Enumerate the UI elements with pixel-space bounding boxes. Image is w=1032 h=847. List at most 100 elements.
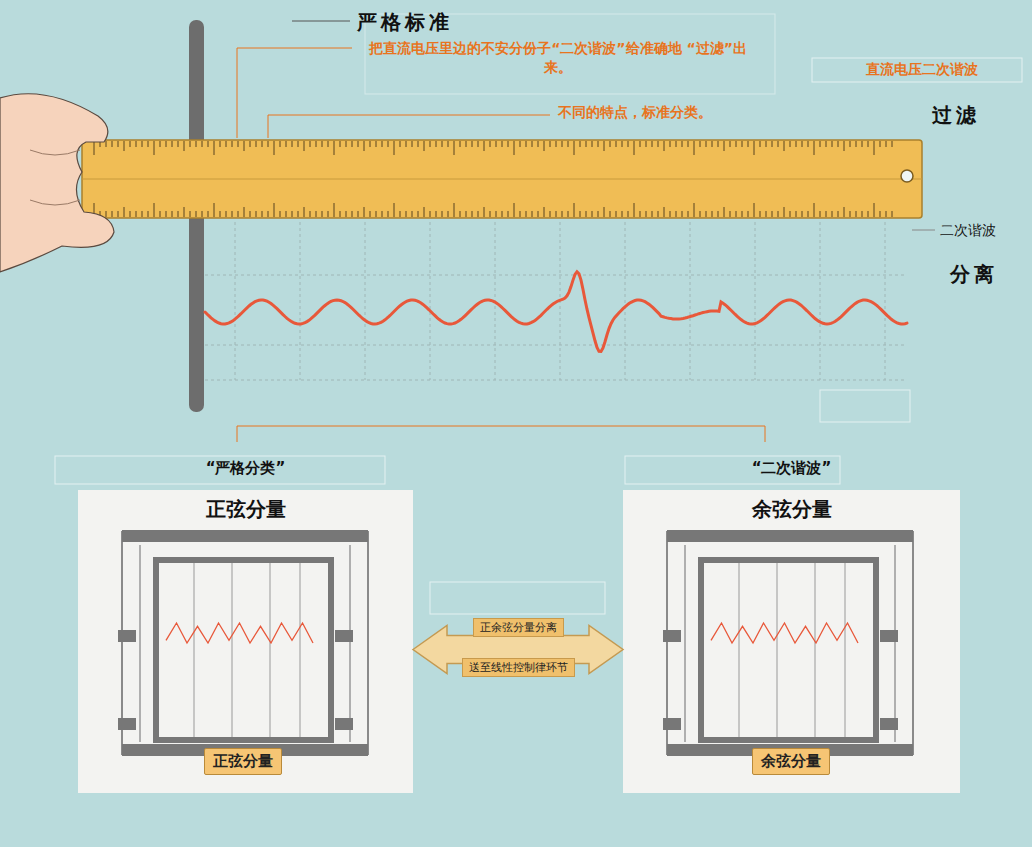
tick <box>574 141 575 155</box>
tick <box>796 211 797 217</box>
tick <box>520 141 521 147</box>
tick <box>400 211 401 217</box>
tick <box>382 211 383 217</box>
tick <box>796 141 797 147</box>
tick <box>580 211 581 217</box>
tick <box>502 211 503 217</box>
tick <box>568 141 569 147</box>
tick <box>262 141 263 147</box>
frame-bar <box>667 530 913 542</box>
tick <box>136 141 137 147</box>
tick <box>394 203 395 217</box>
tick <box>304 207 305 217</box>
frame-rail <box>300 563 301 737</box>
frame-group <box>118 530 913 756</box>
arrow-label: 正余弦分量分离 <box>473 618 564 637</box>
arrow-label: 送至线性控制律环节 <box>462 658 575 677</box>
tick <box>820 141 821 147</box>
panel <box>78 490 413 793</box>
tick <box>868 141 869 147</box>
tick <box>484 141 485 151</box>
tick <box>442 211 443 217</box>
ruler-ticks <box>94 141 892 217</box>
tick <box>316 141 317 147</box>
tick <box>718 211 719 217</box>
tick <box>136 211 137 217</box>
tick <box>364 207 365 217</box>
frame-clip <box>118 718 136 730</box>
tick <box>610 211 611 217</box>
panel-box: “严格分类”正弦分量正弦分量 <box>78 490 413 793</box>
frame-clip <box>663 630 681 642</box>
box-label: 余弦分量 <box>761 752 821 770</box>
tick <box>250 211 251 217</box>
tick <box>718 141 719 147</box>
tick <box>556 211 557 217</box>
tick <box>214 203 215 217</box>
tick <box>256 141 257 147</box>
tick <box>580 141 581 147</box>
tick <box>814 203 815 217</box>
panel-heading: 余弦分量 <box>623 496 960 523</box>
tick <box>286 141 287 147</box>
tick <box>628 211 629 217</box>
frame-post <box>894 545 896 742</box>
tick <box>706 141 707 147</box>
tick <box>814 141 815 155</box>
tick <box>748 141 749 147</box>
tick <box>592 211 593 217</box>
tick <box>850 141 851 147</box>
tick <box>448 211 449 217</box>
tick <box>124 141 125 151</box>
tick <box>544 207 545 217</box>
tick <box>802 141 803 147</box>
frame-clip <box>880 718 898 730</box>
tick <box>682 141 683 147</box>
frame-post <box>139 545 141 742</box>
tick <box>784 141 785 151</box>
tick <box>352 211 353 217</box>
signal-wave <box>205 272 907 352</box>
leader-line <box>237 48 352 138</box>
tick <box>736 211 737 217</box>
tick <box>112 141 113 147</box>
tick <box>118 141 119 147</box>
tick <box>358 141 359 147</box>
tick <box>892 211 893 217</box>
tick <box>214 141 215 155</box>
frame-bar <box>122 530 368 542</box>
tick <box>610 141 611 147</box>
tick <box>190 141 191 147</box>
tick <box>868 211 869 217</box>
tick <box>724 141 725 151</box>
tick <box>586 211 587 217</box>
tick <box>304 141 305 151</box>
tick <box>526 141 527 147</box>
tick <box>436 141 437 147</box>
frame-clip <box>335 718 353 730</box>
tick <box>460 211 461 217</box>
tick <box>598 141 599 147</box>
tick <box>778 141 779 147</box>
tick <box>280 141 281 147</box>
tick <box>388 141 389 147</box>
tick <box>622 211 623 217</box>
tick <box>886 211 887 217</box>
tick <box>646 211 647 217</box>
leader-line <box>268 115 550 138</box>
tick <box>766 211 767 217</box>
tick <box>178 211 179 217</box>
tick <box>454 141 455 155</box>
label-box: 余弦分量 <box>752 748 830 775</box>
tick <box>262 211 263 217</box>
tick <box>886 141 887 147</box>
tick <box>106 211 107 217</box>
tick <box>508 211 509 217</box>
tick <box>226 211 227 217</box>
tick <box>148 211 149 217</box>
tick <box>202 141 203 147</box>
label-box: 正弦分量 <box>204 748 282 775</box>
tick <box>424 141 425 151</box>
tick <box>298 211 299 217</box>
orange-note: 不同的特点，标准分类。 <box>556 104 714 122</box>
